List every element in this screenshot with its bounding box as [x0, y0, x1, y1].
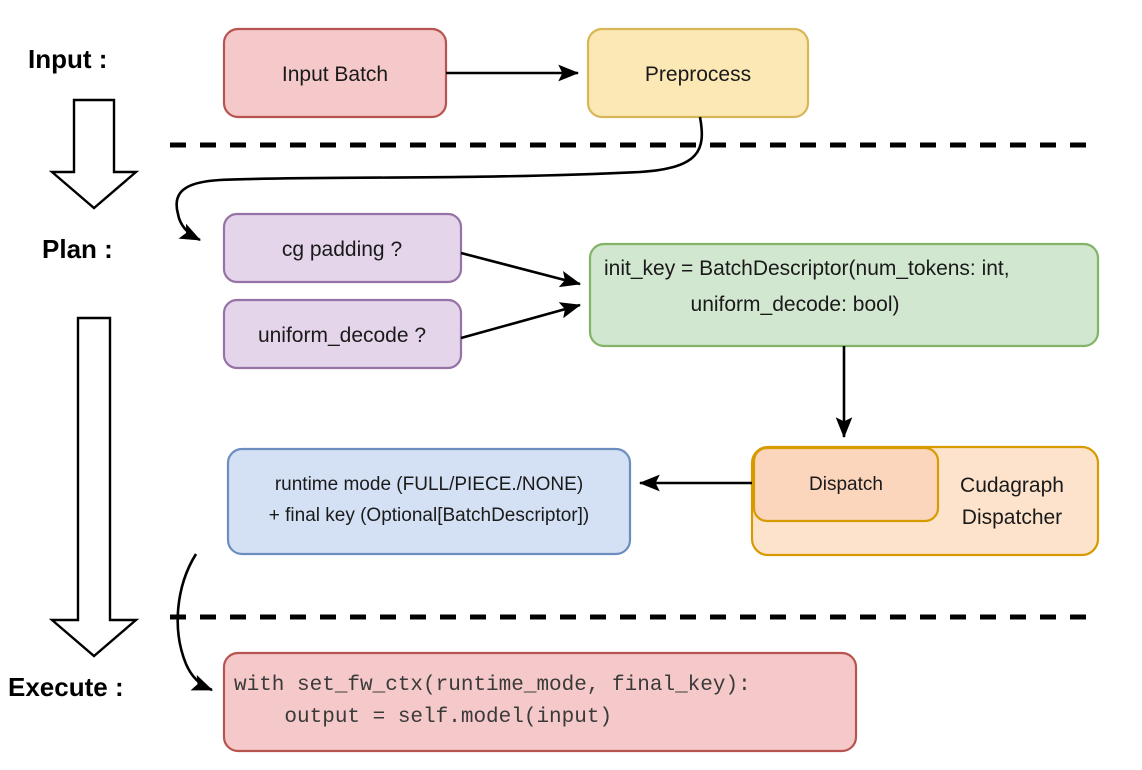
node-execute-code[interactable] [222, 651, 858, 753]
node-preprocess[interactable] [586, 27, 810, 119]
stage-label-input: Input : [28, 44, 107, 74]
node-cg-padding-label: cg padding ? [282, 238, 402, 261]
node-runtime-mode-line2: + final key (Optional[BatchDescriptor]) [269, 505, 590, 526]
edge-preprocess-to-cg-padding [175, 116, 704, 242]
node-execute-code-line1: with set_fw_ctx(runtime_mode, final_key)… [234, 674, 751, 697]
node-cudagraph-dispatcher-line2: Dispatcher [962, 506, 1062, 529]
stage-flow-arrow-plan-to-execute [48, 316, 140, 658]
node-preprocess-label: Preprocess [645, 63, 751, 86]
node-init-key-line1: init_key = BatchDescriptor(num_tokens: i… [604, 257, 1010, 280]
node-execute-code-line2: output = self.model(input) [234, 706, 612, 729]
node-runtime-mode-line1: runtime mode (FULL/PIECE./NONE) [275, 474, 583, 495]
node-runtime-mode[interactable] [226, 447, 632, 556]
node-cudagraph-dispatcher-line1: Cudagraph [960, 474, 1064, 497]
node-uniform-decode[interactable] [222, 298, 463, 370]
stage-label-execute: Execute : [8, 672, 124, 702]
node-input-batch-label: Input Batch [282, 63, 388, 86]
node-dispatch[interactable] [752, 446, 940, 523]
stage-label-plan: Plan : [42, 234, 113, 264]
stage-flow-arrow-input-to-plan [48, 98, 140, 210]
edge-cg-padding-to-init-key [460, 251, 582, 288]
node-cg-padding[interactable] [222, 212, 463, 284]
node-dispatch-label: Dispatch [809, 474, 883, 495]
edge-runtime-mode-to-execute-code [176, 553, 213, 692]
node-uniform-decode-label: uniform_decode ? [258, 324, 426, 347]
node-init-key-line2: uniform_decode: bool) [691, 293, 900, 316]
edge-uniform-decode-to-init-key [460, 302, 582, 340]
